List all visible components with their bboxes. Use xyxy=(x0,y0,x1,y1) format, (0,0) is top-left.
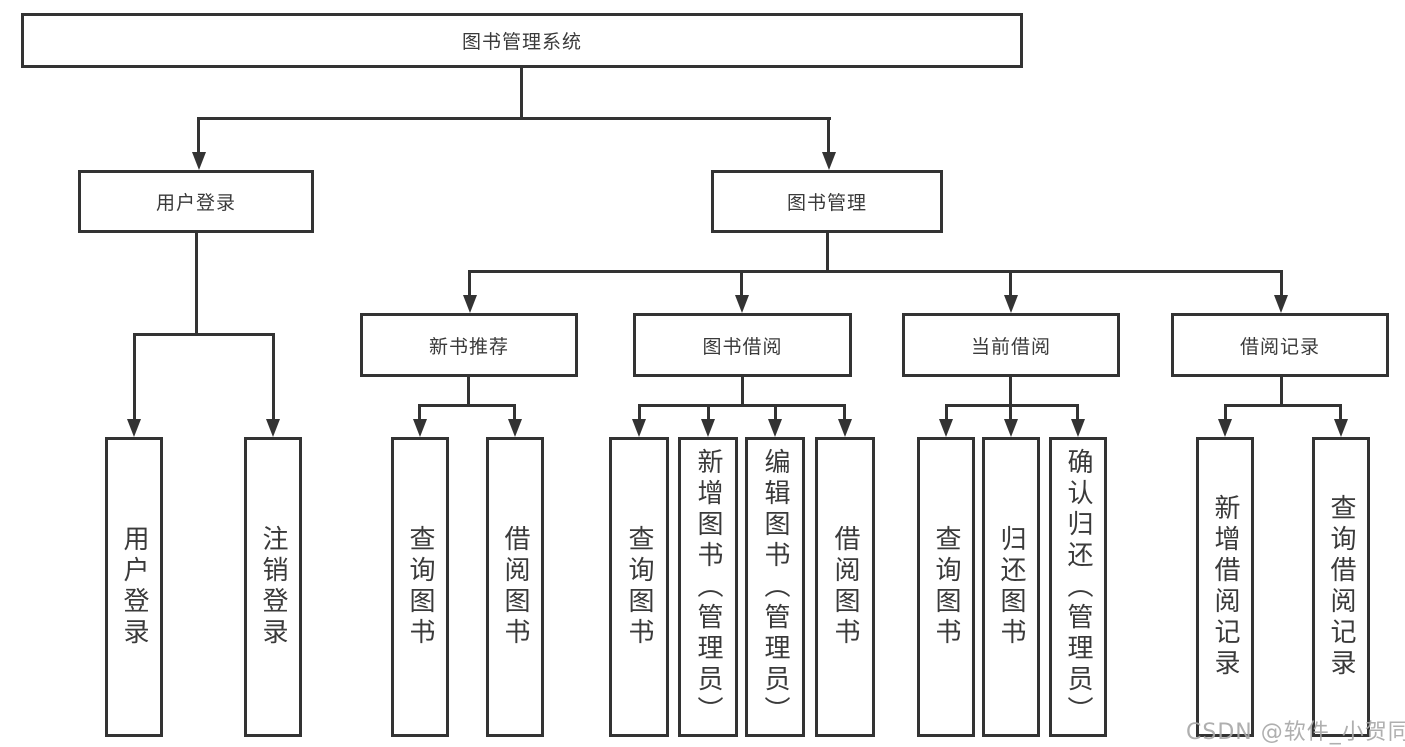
connector-drop-borrow-records xyxy=(1280,270,1283,296)
leaf-add-borrow-record: 新增借阅记录 xyxy=(1196,437,1254,737)
connector-book-borrow-stem xyxy=(741,377,744,406)
connector-drop-current-borrow xyxy=(1009,270,1012,296)
connector-current-borrow-stem xyxy=(1009,377,1012,406)
connector-book-borrow-branch xyxy=(638,404,846,407)
connector-drop-book-management xyxy=(827,117,830,153)
arrow-down-icon xyxy=(768,419,782,437)
leaf-logout: 注销登录 xyxy=(244,437,302,737)
arrow-down-icon xyxy=(822,152,836,170)
leaf-return-books: 归还图书 xyxy=(982,437,1040,737)
node-user-login: 用户登录 xyxy=(78,170,314,233)
leaf-confirm-return-admin: 确认归还（管理员） xyxy=(1049,437,1107,737)
leaf-edit-book-admin: 编辑图书（管理员） xyxy=(745,437,805,737)
connector-drop xyxy=(1076,404,1079,420)
arrow-down-icon xyxy=(1004,419,1018,437)
arrow-down-icon xyxy=(939,419,953,437)
arrow-down-icon xyxy=(632,419,646,437)
connector-level3-branch xyxy=(468,270,1283,273)
leaf-query-books-current: 查询图书 xyxy=(917,437,975,737)
connector-drop xyxy=(418,404,421,420)
node-borrowing-records: 借阅记录 xyxy=(1171,313,1389,377)
leaf-user-login: 用户登录 xyxy=(105,437,163,737)
connector-drop xyxy=(1339,404,1342,420)
connector-drop-book-borrow xyxy=(740,270,743,296)
connector-current-borrow-branch xyxy=(945,404,1079,407)
connector-drop xyxy=(513,404,516,420)
leaf-query-books-recommend: 查询图书 xyxy=(391,437,449,737)
leaf-borrow-books-borrowing: 借阅图书 xyxy=(815,437,875,737)
node-current-borrowing: 当前借阅 xyxy=(902,313,1120,377)
node-book-borrowing: 图书借阅 xyxy=(633,313,852,377)
connector-drop xyxy=(638,404,641,420)
connector-borrow-records-stem xyxy=(1280,377,1283,406)
connector-drop-user-login xyxy=(197,117,200,153)
leaf-borrow-books-recommend: 借阅图书 xyxy=(486,437,544,737)
connector-book-management-stem xyxy=(826,233,829,272)
connector-drop xyxy=(945,404,948,420)
leaf-add-book-admin: 新增图书（管理员） xyxy=(678,437,738,737)
connector-drop xyxy=(707,404,710,420)
arrow-down-icon xyxy=(508,419,522,437)
connector-user-login-stem xyxy=(195,233,198,336)
node-book-management: 图书管理 xyxy=(711,170,943,233)
arrow-down-icon xyxy=(413,419,427,437)
arrow-down-icon xyxy=(127,419,141,437)
arrow-down-icon xyxy=(838,419,852,437)
arrow-down-icon xyxy=(266,419,280,437)
connector-user-login-branch xyxy=(133,333,275,336)
arrow-down-icon xyxy=(1004,295,1018,313)
arrow-down-icon xyxy=(1218,419,1232,437)
connector-borrow-records-branch xyxy=(1224,404,1342,407)
arrow-down-icon xyxy=(463,295,477,313)
connector-drop xyxy=(1009,404,1012,420)
leaf-query-books-borrowing: 查询图书 xyxy=(609,437,669,737)
connector-drop xyxy=(774,404,777,420)
connector-new-book-stem xyxy=(467,377,470,406)
arrow-down-icon xyxy=(735,295,749,313)
connector-level2-branch xyxy=(197,117,831,120)
connector-drop-leaf-logout xyxy=(272,333,275,419)
leaf-query-borrow-record: 查询借阅记录 xyxy=(1312,437,1370,737)
arrow-down-icon xyxy=(192,152,206,170)
arrow-down-icon xyxy=(1334,419,1348,437)
connector-drop xyxy=(1224,404,1227,420)
connector-drop-new-book xyxy=(468,270,471,296)
csdn-watermark: CSDN @软件_小贺同学 xyxy=(1186,720,1405,745)
arrow-down-icon xyxy=(1274,295,1288,313)
node-root-library-management-system: 图书管理系统 xyxy=(21,13,1023,68)
arrow-down-icon xyxy=(1071,419,1085,437)
connector-drop-leaf-user-login xyxy=(133,333,136,419)
connector-drop xyxy=(843,404,846,420)
arrow-down-icon xyxy=(701,419,715,437)
connector-new-book-branch xyxy=(419,404,516,407)
connector-root-stem xyxy=(520,68,523,119)
node-new-book-recommendation: 新书推荐 xyxy=(360,313,578,377)
